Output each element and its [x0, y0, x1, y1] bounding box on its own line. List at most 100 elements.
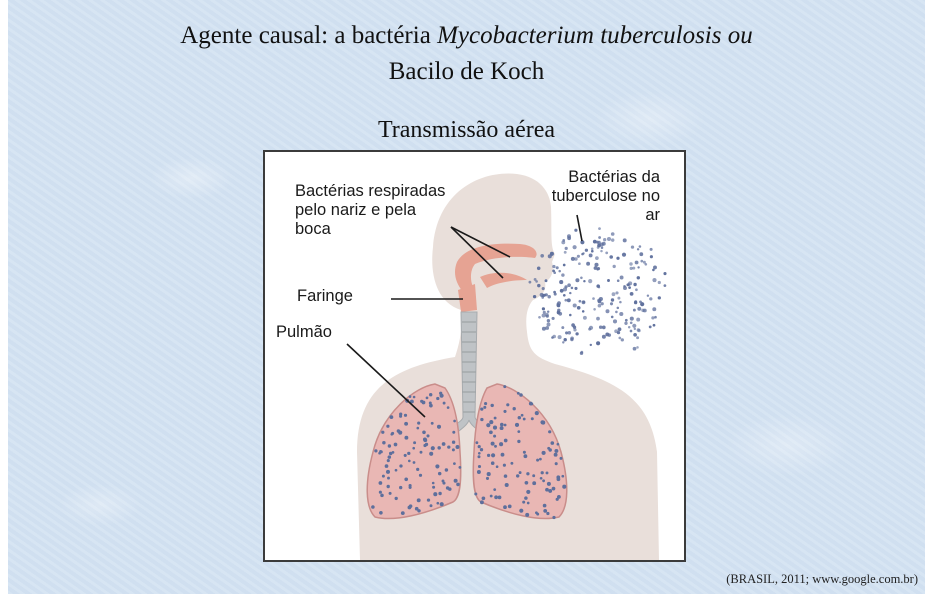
bacterium-dot [611, 238, 614, 241]
bacterium-dot [558, 312, 562, 316]
bacterium-dot [483, 406, 486, 409]
bacterium-dot [631, 245, 634, 248]
label-line: ar [515, 206, 660, 225]
bacterium-dot [419, 474, 422, 477]
bacterium-dot [636, 346, 639, 349]
label-pharynx: Faringe [297, 287, 353, 306]
bacterium-dot [395, 469, 398, 472]
bacterium-dot [663, 272, 666, 275]
bacterium-dot [536, 513, 539, 516]
bacterium-dot [543, 509, 547, 513]
bacterium-dot [555, 462, 558, 465]
bacterium-dot [617, 279, 620, 282]
bacterium-dot [647, 294, 649, 296]
bacterium-dot [652, 278, 656, 282]
bacterium-dot [519, 393, 523, 397]
bacterium-dot [573, 303, 577, 307]
bacterium-dot [437, 446, 440, 449]
bacterium-dot [387, 477, 390, 480]
bacterium-dot [508, 505, 512, 509]
bacterium-dot [490, 404, 493, 407]
bacterium-dot [429, 404, 433, 408]
bacterium-dot [517, 430, 520, 433]
bacterium-dot [569, 314, 572, 317]
bacterium-dot [409, 395, 412, 398]
bacterium-dot [535, 411, 539, 415]
bacterium-dot [478, 445, 481, 448]
bacterium-dot [548, 254, 552, 258]
bacterium-dot [537, 267, 541, 271]
bacterium-dot [417, 498, 421, 502]
bacterium-dot [432, 482, 435, 485]
source-citation: (BRASIL, 2011; www.google.com.br) [726, 572, 918, 587]
bacterium-dot [387, 485, 390, 488]
bacterium-dot [490, 495, 493, 498]
bacterium-dot [574, 257, 578, 261]
bacterium-dot [557, 495, 561, 499]
bacterium-dot [422, 431, 426, 435]
bacterium-dot [636, 336, 639, 339]
title-species-name: Mycobacterium tuberculosis ou [437, 22, 753, 49]
bacterium-dot [567, 236, 571, 240]
bacterium-dot [598, 236, 601, 239]
bacterium-dot [628, 326, 630, 328]
bacterium-dot [500, 423, 504, 427]
bacterium-dot [535, 280, 538, 283]
bacterium-dot [592, 297, 595, 300]
label-line: pelo nariz e pela [295, 201, 445, 220]
bacterium-dot [601, 247, 604, 250]
bacterium-dot [505, 483, 509, 487]
bacterium-dot [606, 309, 610, 313]
bacterium-dot [401, 511, 405, 515]
bacterium-dot [597, 267, 600, 270]
bacterium-dot [583, 316, 587, 320]
bacterium-dot [625, 319, 628, 322]
bacterium-dot [453, 462, 456, 465]
bacterium-dot [548, 430, 551, 433]
bacterium-dot [542, 287, 545, 290]
bacterium-dot [552, 487, 556, 491]
bacterium-dot [546, 471, 549, 474]
bacterium-dot [547, 319, 550, 322]
bacterium-dot [586, 262, 590, 266]
bacterium-dot [637, 276, 640, 279]
bacterium-dot [617, 331, 620, 334]
bacterium-dot [611, 232, 615, 236]
bacterium-dot [547, 310, 549, 312]
bacterium-dot [504, 424, 507, 427]
bacterium-dot [413, 461, 416, 464]
bacterium-dot [613, 265, 616, 268]
bacterium-dot [523, 418, 526, 421]
bacterium-dot [506, 403, 509, 406]
bacterium-dot [374, 449, 377, 452]
bacterium-dot [547, 447, 550, 450]
bacterium-dot [542, 451, 546, 455]
bacterium-dot [602, 242, 606, 246]
bacterium-dot [503, 505, 507, 509]
bacterium-dot [448, 487, 452, 491]
bacterium-dot [581, 351, 584, 354]
bacterium-dot [632, 324, 636, 328]
bacterium-dot [476, 441, 479, 444]
bacterium-dot [605, 252, 608, 255]
bacterium-dot [398, 431, 402, 435]
bacterium-dot [552, 335, 556, 339]
bacterium-dot [640, 302, 644, 306]
bacterium-dot [409, 484, 412, 487]
bacterium-dot [649, 297, 652, 300]
label-line: boca [295, 220, 445, 239]
bacterium-dot [395, 497, 398, 500]
bacterium-dot [429, 452, 433, 456]
bacterium-dot [522, 501, 525, 504]
bacterium-dot [545, 488, 549, 492]
bacterium-dot [556, 266, 559, 269]
bacterium-dot [440, 502, 444, 506]
bacterium-dot [630, 267, 633, 270]
bacterium-dot [539, 458, 542, 461]
transmission-illustration: Bactérias respiradas pelo nariz e pela b… [263, 150, 686, 562]
bacterium-dot [389, 452, 392, 455]
bacterium-dot [573, 245, 577, 249]
bacterium-dot [578, 262, 581, 265]
bacterium-dot [516, 474, 519, 477]
bacterium-dot [575, 278, 579, 282]
